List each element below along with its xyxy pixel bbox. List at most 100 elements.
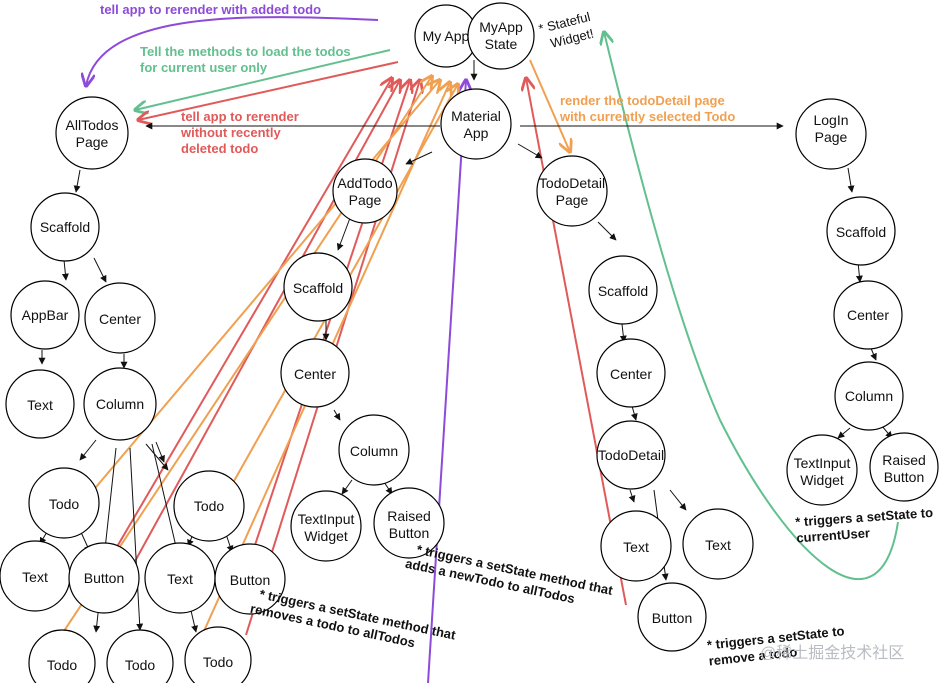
annotation-render-detail-2: with currently selected Todo	[559, 109, 735, 124]
orange-render-arrow	[529, 59, 570, 152]
node-center-detail-label: Center	[610, 366, 652, 382]
node-addtodo-label-2: Page	[349, 192, 382, 208]
node-todo-detail: TodoDetail	[596, 420, 666, 490]
node-scaffold-add-label: Scaffold	[293, 280, 343, 296]
edge-column-todo5b	[155, 441, 165, 463]
node-column-login: Column	[834, 361, 904, 431]
node-login-page: LogIn Page	[795, 98, 867, 170]
node-login-label-1: LogIn	[813, 112, 848, 128]
node-text-detail-1: Text	[600, 510, 672, 582]
red-remove-detail	[526, 78, 627, 606]
node-text-todo2: Text	[144, 542, 216, 614]
node-textinput-login: TextInput Widget	[786, 434, 858, 506]
edge-center-tododetail	[630, 405, 638, 421]
node-raised-login: Raised Button	[869, 432, 939, 502]
node-todo-detail-label: TodoDetail	[598, 447, 664, 463]
edge-column-todo4	[129, 447, 144, 631]
node-alltodos-label-1: AllTodos	[66, 117, 119, 133]
node-textinput-add-label-1: TextInput	[298, 511, 355, 527]
annotation-rerender-deleted-2: without recently	[180, 125, 281, 140]
orange-select-2	[79, 80, 440, 507]
node-text-detail-2: Text	[682, 508, 754, 580]
annotation-rerender-deleted-1: tell app to rerender	[181, 109, 299, 124]
node-alltodos-label-2: Page	[76, 134, 109, 150]
edge-alltodos-scaffold	[73, 169, 81, 193]
node-textinput-login-label-1: TextInput	[794, 455, 851, 471]
edge-material-addtodo	[405, 151, 433, 165]
node-tododetail-page: TodoDetail Page	[536, 155, 608, 227]
edge-material-detail	[517, 143, 543, 159]
node-button-todo1: Button	[68, 542, 140, 614]
green-load-arrow	[135, 49, 391, 110]
edge-column-textinput	[341, 479, 353, 495]
annotation-setstate-user-2: currentUser	[796, 525, 871, 545]
node-button-todo2: Button	[214, 543, 286, 615]
node-button-todo1-label: Button	[84, 570, 124, 586]
edge-addtodo-scaffold	[336, 217, 351, 251]
node-todo-5-label: Todo	[203, 654, 234, 670]
edge-scaffold-center-detail	[619, 323, 627, 343]
edge-center-column-add	[333, 409, 341, 421]
node-textinput-login-label-2: Widget	[800, 472, 844, 488]
node-scaffold-left-label: Scaffold	[40, 219, 90, 235]
node-appbar: AppBar	[10, 280, 80, 350]
node-todo-4: Todo	[106, 629, 174, 683]
annotations: tell app to rerender with added todo Tel…	[100, 2, 934, 668]
node-center-add-label: Center	[294, 366, 336, 382]
annotation-rerender-added: tell app to rerender with added todo	[100, 2, 321, 17]
node-column-left-label: Column	[96, 396, 144, 412]
node-raised-login-label-1: Raised	[882, 452, 926, 468]
node-tododetail-page-label-2: Page	[556, 192, 589, 208]
node-alltodos-page: AllTodos Page	[55, 96, 129, 170]
annotation-rerender-deleted-3: deleted todo	[181, 141, 258, 156]
node-button-detail-label: Button	[652, 610, 692, 626]
edge-login-scaffold	[847, 167, 855, 193]
green-login-arrow	[604, 32, 899, 581]
node-scaffold-left: Scaffold	[30, 192, 100, 262]
node-center-login: Center	[833, 280, 903, 350]
node-textinput-add-label-2: Widget	[304, 528, 348, 544]
node-raised-add: Raised Button	[373, 487, 445, 559]
node-center-detail: Center	[596, 338, 666, 408]
node-center-left-label: Center	[99, 311, 141, 327]
node-my-app: My App	[414, 4, 478, 68]
edge-column-textinput-login	[837, 427, 851, 439]
edge-detail-scaffold	[597, 221, 617, 241]
node-todo-1: Todo	[28, 467, 100, 539]
annotation-render-detail-1: render the todoDetail page	[560, 93, 725, 108]
node-todo-4-label: Todo	[125, 657, 156, 673]
red-deleted-arrow	[138, 61, 399, 120]
node-column-add-label: Column	[350, 443, 398, 459]
node-addtodo-page: AddTodo Page	[332, 158, 398, 224]
edge-column-todo1	[79, 439, 97, 461]
node-todo-3-label: Todo	[47, 657, 78, 673]
node-center-add: Center	[280, 338, 350, 408]
node-raised-add-label-1: Raised	[387, 508, 431, 524]
node-todo-1-label: Todo	[49, 496, 80, 512]
node-myapp-state-label-1: MyApp	[479, 19, 523, 35]
edge-scaffold-appbar	[61, 259, 69, 281]
node-column-left: Column	[83, 367, 157, 441]
node-button-detail: Button	[637, 582, 707, 652]
node-todo-5: Todo	[184, 626, 252, 683]
node-center-login-label: Center	[847, 307, 889, 323]
node-scaffold-detail-label: Scaffold	[598, 283, 648, 299]
node-column-login-label: Column	[845, 388, 893, 404]
edge-scaffold-center	[93, 257, 107, 283]
node-login-label-2: Page	[815, 129, 848, 145]
node-scaffold-login: Scaffold	[826, 196, 896, 266]
node-text-left: Text	[5, 369, 75, 439]
edge-column-todo2	[145, 443, 169, 471]
node-scaffold-login-label: Scaffold	[836, 224, 886, 240]
purple-add-arrow	[427, 80, 466, 683]
node-material-app-label-2: App	[464, 125, 489, 141]
edge-tododetail-text2	[669, 489, 687, 511]
node-text-detail-2-label: Text	[705, 537, 731, 553]
node-text-detail-1-label: Text	[623, 539, 649, 555]
node-material-app: Material App	[440, 88, 512, 160]
node-todo-2-label: Todo	[194, 498, 225, 514]
node-myapp-state: MyApp State	[467, 2, 535, 70]
